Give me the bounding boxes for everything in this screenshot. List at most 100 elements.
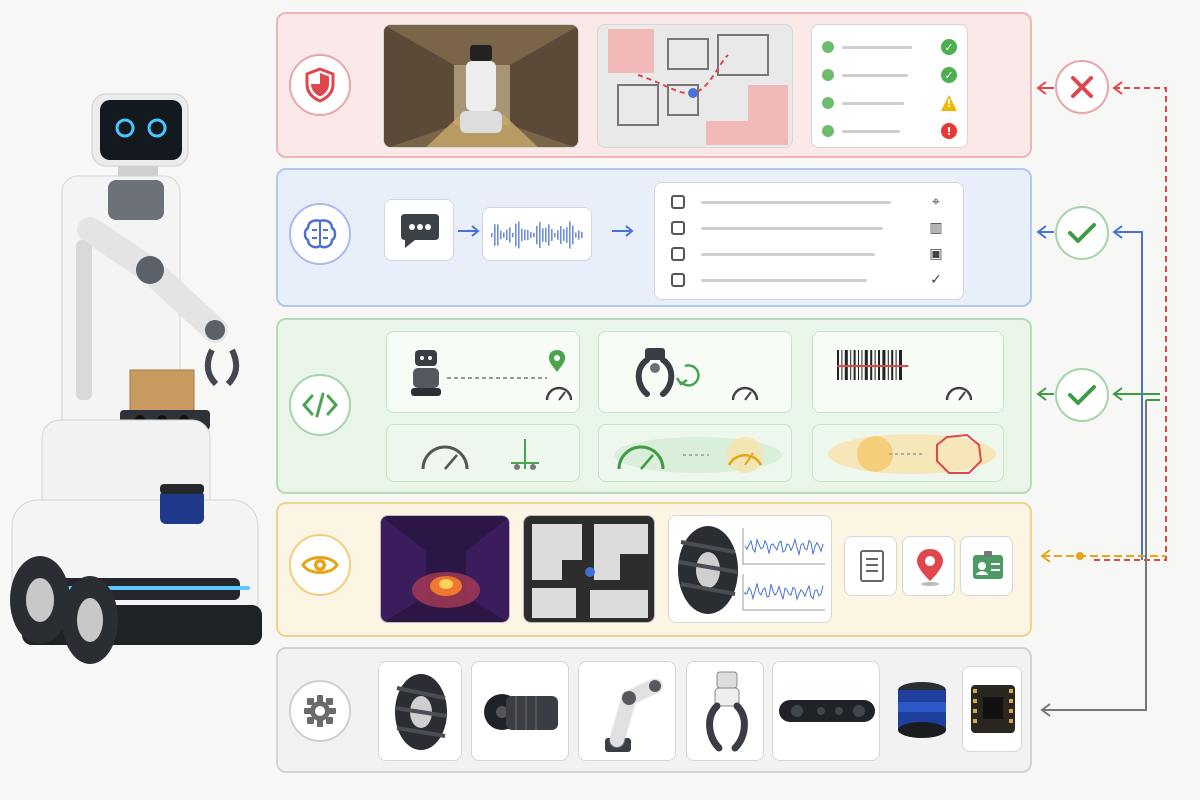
waveform-bar xyxy=(530,232,532,238)
hardware-control-board xyxy=(962,666,1022,752)
checklist-bullet-icon xyxy=(822,97,834,109)
task-checkbox[interactable] xyxy=(671,247,685,261)
floor-map-hazard-zones xyxy=(597,24,793,148)
waveform-bar xyxy=(569,221,571,249)
task-placeholder-line xyxy=(701,227,883,230)
waveform-bar xyxy=(581,231,583,239)
mecanum-wheel-icon xyxy=(678,526,738,614)
task-checkbox[interactable] xyxy=(671,195,685,209)
service-robot-illustration xyxy=(10,93,262,664)
chat-message-card xyxy=(384,199,454,261)
signal-trace xyxy=(744,583,824,602)
task-placeholder-line xyxy=(701,279,867,282)
waveform-bar xyxy=(506,229,508,241)
region-check-card xyxy=(812,424,1004,482)
waveform-bar xyxy=(518,221,520,249)
map-pin-icon xyxy=(917,549,943,586)
document-icon xyxy=(860,550,884,582)
mini-robot-icon xyxy=(411,350,441,396)
code-status-pass xyxy=(1055,368,1109,422)
checkmark-icon xyxy=(1068,223,1096,243)
waveform-bar xyxy=(539,222,541,248)
waveform-bar xyxy=(551,229,553,241)
navigate-skill-card xyxy=(386,331,580,413)
waveform-bar xyxy=(572,225,574,245)
robot-eye-left xyxy=(115,118,135,138)
scan-skill-card xyxy=(812,331,1004,413)
check-circle-icon: ✓ xyxy=(930,272,942,288)
checklist-row: ✓ xyxy=(822,67,959,83)
checklist-row: ! xyxy=(822,123,959,139)
waveform-bar xyxy=(500,230,502,240)
checklist-placeholder-line xyxy=(842,74,908,77)
cognition-status-pass xyxy=(1055,206,1109,260)
waveform-bar xyxy=(512,232,514,238)
gauge-icon xyxy=(727,437,763,473)
waveform-bar xyxy=(563,229,565,241)
task-checkbox[interactable] xyxy=(671,273,685,287)
safety-checklist-panel: ✓ ✓!! xyxy=(811,24,968,148)
signal-chart xyxy=(742,528,825,611)
map-pin-icon-card[interactable] xyxy=(902,536,955,596)
check-circle-icon: ✓ xyxy=(941,67,957,83)
hardware-lidar xyxy=(890,661,952,761)
task-placeholder-line xyxy=(701,253,875,256)
wheel-telemetry-card xyxy=(668,515,832,623)
speed-compare-card xyxy=(598,424,792,482)
feedback-connectors xyxy=(1036,81,1167,717)
document-icon-card[interactable] xyxy=(844,536,897,596)
signal-trace xyxy=(744,537,824,557)
checklist-row: ! xyxy=(822,95,959,111)
shield-icon xyxy=(305,67,335,103)
hardware-mecanum-wheel xyxy=(378,661,462,761)
error-icon: ! xyxy=(941,123,957,139)
occupancy-grid-map xyxy=(523,515,655,623)
waveform-bar xyxy=(536,225,538,245)
waveform-bar xyxy=(497,224,499,246)
waveform-bar xyxy=(578,230,580,240)
eye-icon xyxy=(301,556,339,574)
code-icon xyxy=(302,392,338,418)
id-badge-icon-card[interactable] xyxy=(960,536,1013,596)
rotate-icon xyxy=(675,364,700,387)
location-pin-icon xyxy=(549,350,565,372)
checklist-placeholder-line xyxy=(842,46,912,49)
waveform-bar xyxy=(548,224,550,246)
waveform-bar xyxy=(521,228,523,242)
waveform-bar xyxy=(491,233,493,237)
waveform-bar xyxy=(533,232,535,238)
waveform-bar xyxy=(545,227,547,243)
waveform-icon xyxy=(491,221,583,249)
gauge-icon xyxy=(421,445,469,470)
hardware-robot-arm xyxy=(578,661,676,761)
gear-icon xyxy=(304,695,336,727)
cognition-layer-icon xyxy=(289,203,351,265)
waveform-bar xyxy=(542,228,544,242)
checklist-row: ✓ xyxy=(822,39,959,55)
waveform-bar xyxy=(494,224,496,246)
checklist-bullet-icon xyxy=(822,41,834,53)
voice-waveform-card xyxy=(482,207,592,261)
task-plan-list: ⌖▥▣✓ xyxy=(654,182,964,300)
waveform-bar xyxy=(503,232,505,238)
waveform-bar xyxy=(515,223,517,247)
code-layer-icon xyxy=(289,374,351,436)
waveform-bar xyxy=(524,229,526,241)
perception-layer-icon xyxy=(289,534,351,596)
task-checkbox[interactable] xyxy=(671,221,685,235)
waveform-bar xyxy=(560,225,562,245)
id-badge-icon xyxy=(973,551,1003,579)
grasp-skill-card xyxy=(598,331,792,413)
safety-layer-icon xyxy=(289,54,351,116)
hardware-gripper xyxy=(686,661,764,761)
task-placeholder-line xyxy=(701,201,891,204)
checklist-placeholder-line xyxy=(842,130,900,133)
checkmark-icon xyxy=(1068,385,1096,405)
barcode-icon: ▥ xyxy=(929,220,943,236)
flow-arrow xyxy=(458,225,480,237)
waveform-bar xyxy=(554,232,556,238)
warehouse-camera-view xyxy=(383,24,579,148)
gauge-icon xyxy=(545,386,573,401)
waveform-bar xyxy=(557,230,559,240)
flow-arrow xyxy=(612,225,634,237)
